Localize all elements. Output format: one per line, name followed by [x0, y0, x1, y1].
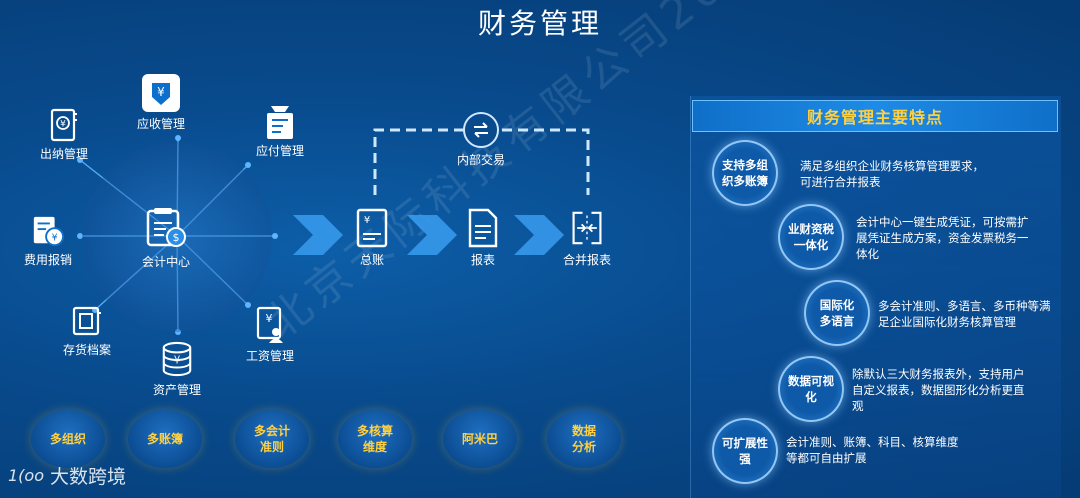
expense-node[interactable]: ¥ 费用报销: [24, 214, 72, 268]
feature-text-multi-org: 满足多组织企业财务核算管理要求， 可进行合并报表: [800, 159, 984, 189]
pill-multi-standards: 多会计 准则: [235, 410, 309, 468]
feature-text-extensibility: 会计准则、账簿、科目、核算维度 等都可自由扩展: [786, 435, 959, 465]
feature-badge-visualization: 数据可视 化: [778, 356, 844, 422]
assets-node[interactable]: ¥ 资产管理: [153, 340, 201, 398]
payroll-icon: ¥: [253, 306, 287, 344]
flow-arrow: [293, 215, 564, 255]
merge-icon: [570, 208, 604, 248]
pill-amoeba: 阿米巴: [443, 410, 517, 468]
expense-label: 费用报销: [24, 253, 73, 267]
inventory-label: 存货档案: [63, 343, 112, 357]
feature-text-international: 多会计准则、多语言、多币种等满 足企业国际化财务核算管理: [878, 299, 1051, 329]
report-node[interactable]: 报表: [466, 208, 500, 268]
payable-label: 应付管理: [256, 144, 305, 158]
payable-node[interactable]: 应付管理: [256, 105, 304, 159]
svg-text:¥: ¥: [60, 120, 66, 130]
page-title: 财务管理: [477, 7, 602, 40]
svg-text:¥: ¥: [157, 85, 165, 99]
assets-label: 资产管理: [153, 383, 202, 397]
payable-document-icon: [263, 105, 297, 139]
consolidated-report-label: 合并报表: [563, 253, 612, 267]
svg-text:¥: ¥: [364, 215, 370, 226]
brand-text: 大数跨境: [50, 466, 127, 488]
accounting-center-icon: $: [143, 206, 189, 250]
coin-stack-icon: ¥: [160, 340, 194, 378]
expense-document-icon: ¥: [31, 214, 65, 248]
receivable-label: 应收管理: [137, 117, 186, 131]
inventory-node[interactable]: 存货档案: [63, 304, 111, 358]
feature-badge-international: 国际化 多语言: [804, 280, 870, 346]
payroll-node[interactable]: ¥ 工资管理: [246, 306, 294, 364]
feature-badge-integration: 业财资税 一体化: [778, 204, 844, 270]
yen-receipt-icon: ¥: [142, 74, 180, 112]
feature-badge-extensibility: 可扩展性 强: [712, 418, 778, 484]
svg-text:¥: ¥: [52, 232, 58, 243]
brand-logo: 1(oo 大数跨境: [8, 462, 126, 489]
pill-multi-org: 多组织: [31, 410, 105, 468]
payroll-label: 工资管理: [246, 349, 295, 363]
cashier-node[interactable]: ¥ 出纳管理: [40, 108, 88, 162]
features-heading: 财务管理主要特点: [692, 100, 1058, 132]
pill-multi-dimension: 多核算 维度: [338, 410, 412, 468]
general-ledger-node[interactable]: ¥ 总账: [355, 208, 389, 268]
archive-icon: [70, 304, 104, 338]
feature-text-visualization: 除默认三大财务报表外，支持用户 自定义报表，数据图形化分析更直 观: [852, 367, 1025, 413]
brand-mark: 1(oo: [8, 466, 44, 485]
internal-transaction-node[interactable]: 内部交易: [457, 112, 505, 168]
pill-multi-ledger: 多账簿: [128, 410, 202, 468]
feature-badge-multi-org: 支持多组 织多账簿: [712, 140, 778, 206]
report-label: 报表: [470, 253, 495, 267]
general-ledger-icon: ¥: [355, 208, 389, 248]
ledger-book-icon: ¥: [47, 108, 81, 142]
cashier-label: 出纳管理: [40, 147, 89, 161]
receivable-node[interactable]: ¥ 应收管理: [137, 74, 185, 132]
svg-text:$: $: [173, 231, 180, 244]
accounting-center-node[interactable]: $ 会计中心: [142, 206, 190, 270]
accounting-center-label: 会计中心: [142, 255, 191, 269]
svg-text:¥: ¥: [174, 355, 181, 367]
internal-transaction-label: 内部交易: [457, 153, 506, 167]
exchange-icon: [463, 112, 499, 148]
report-icon: [466, 208, 500, 248]
consolidated-report-node[interactable]: 合并报表: [563, 208, 611, 268]
svg-text:¥: ¥: [266, 312, 273, 325]
feature-text-integration: 会计中心一键生成凭证，可按需扩 展凭证生成方案，资金发票税务一 体化: [856, 215, 1029, 261]
general-ledger-label: 总账: [359, 253, 384, 267]
pill-data-analysis: 数据 分析: [547, 410, 621, 468]
